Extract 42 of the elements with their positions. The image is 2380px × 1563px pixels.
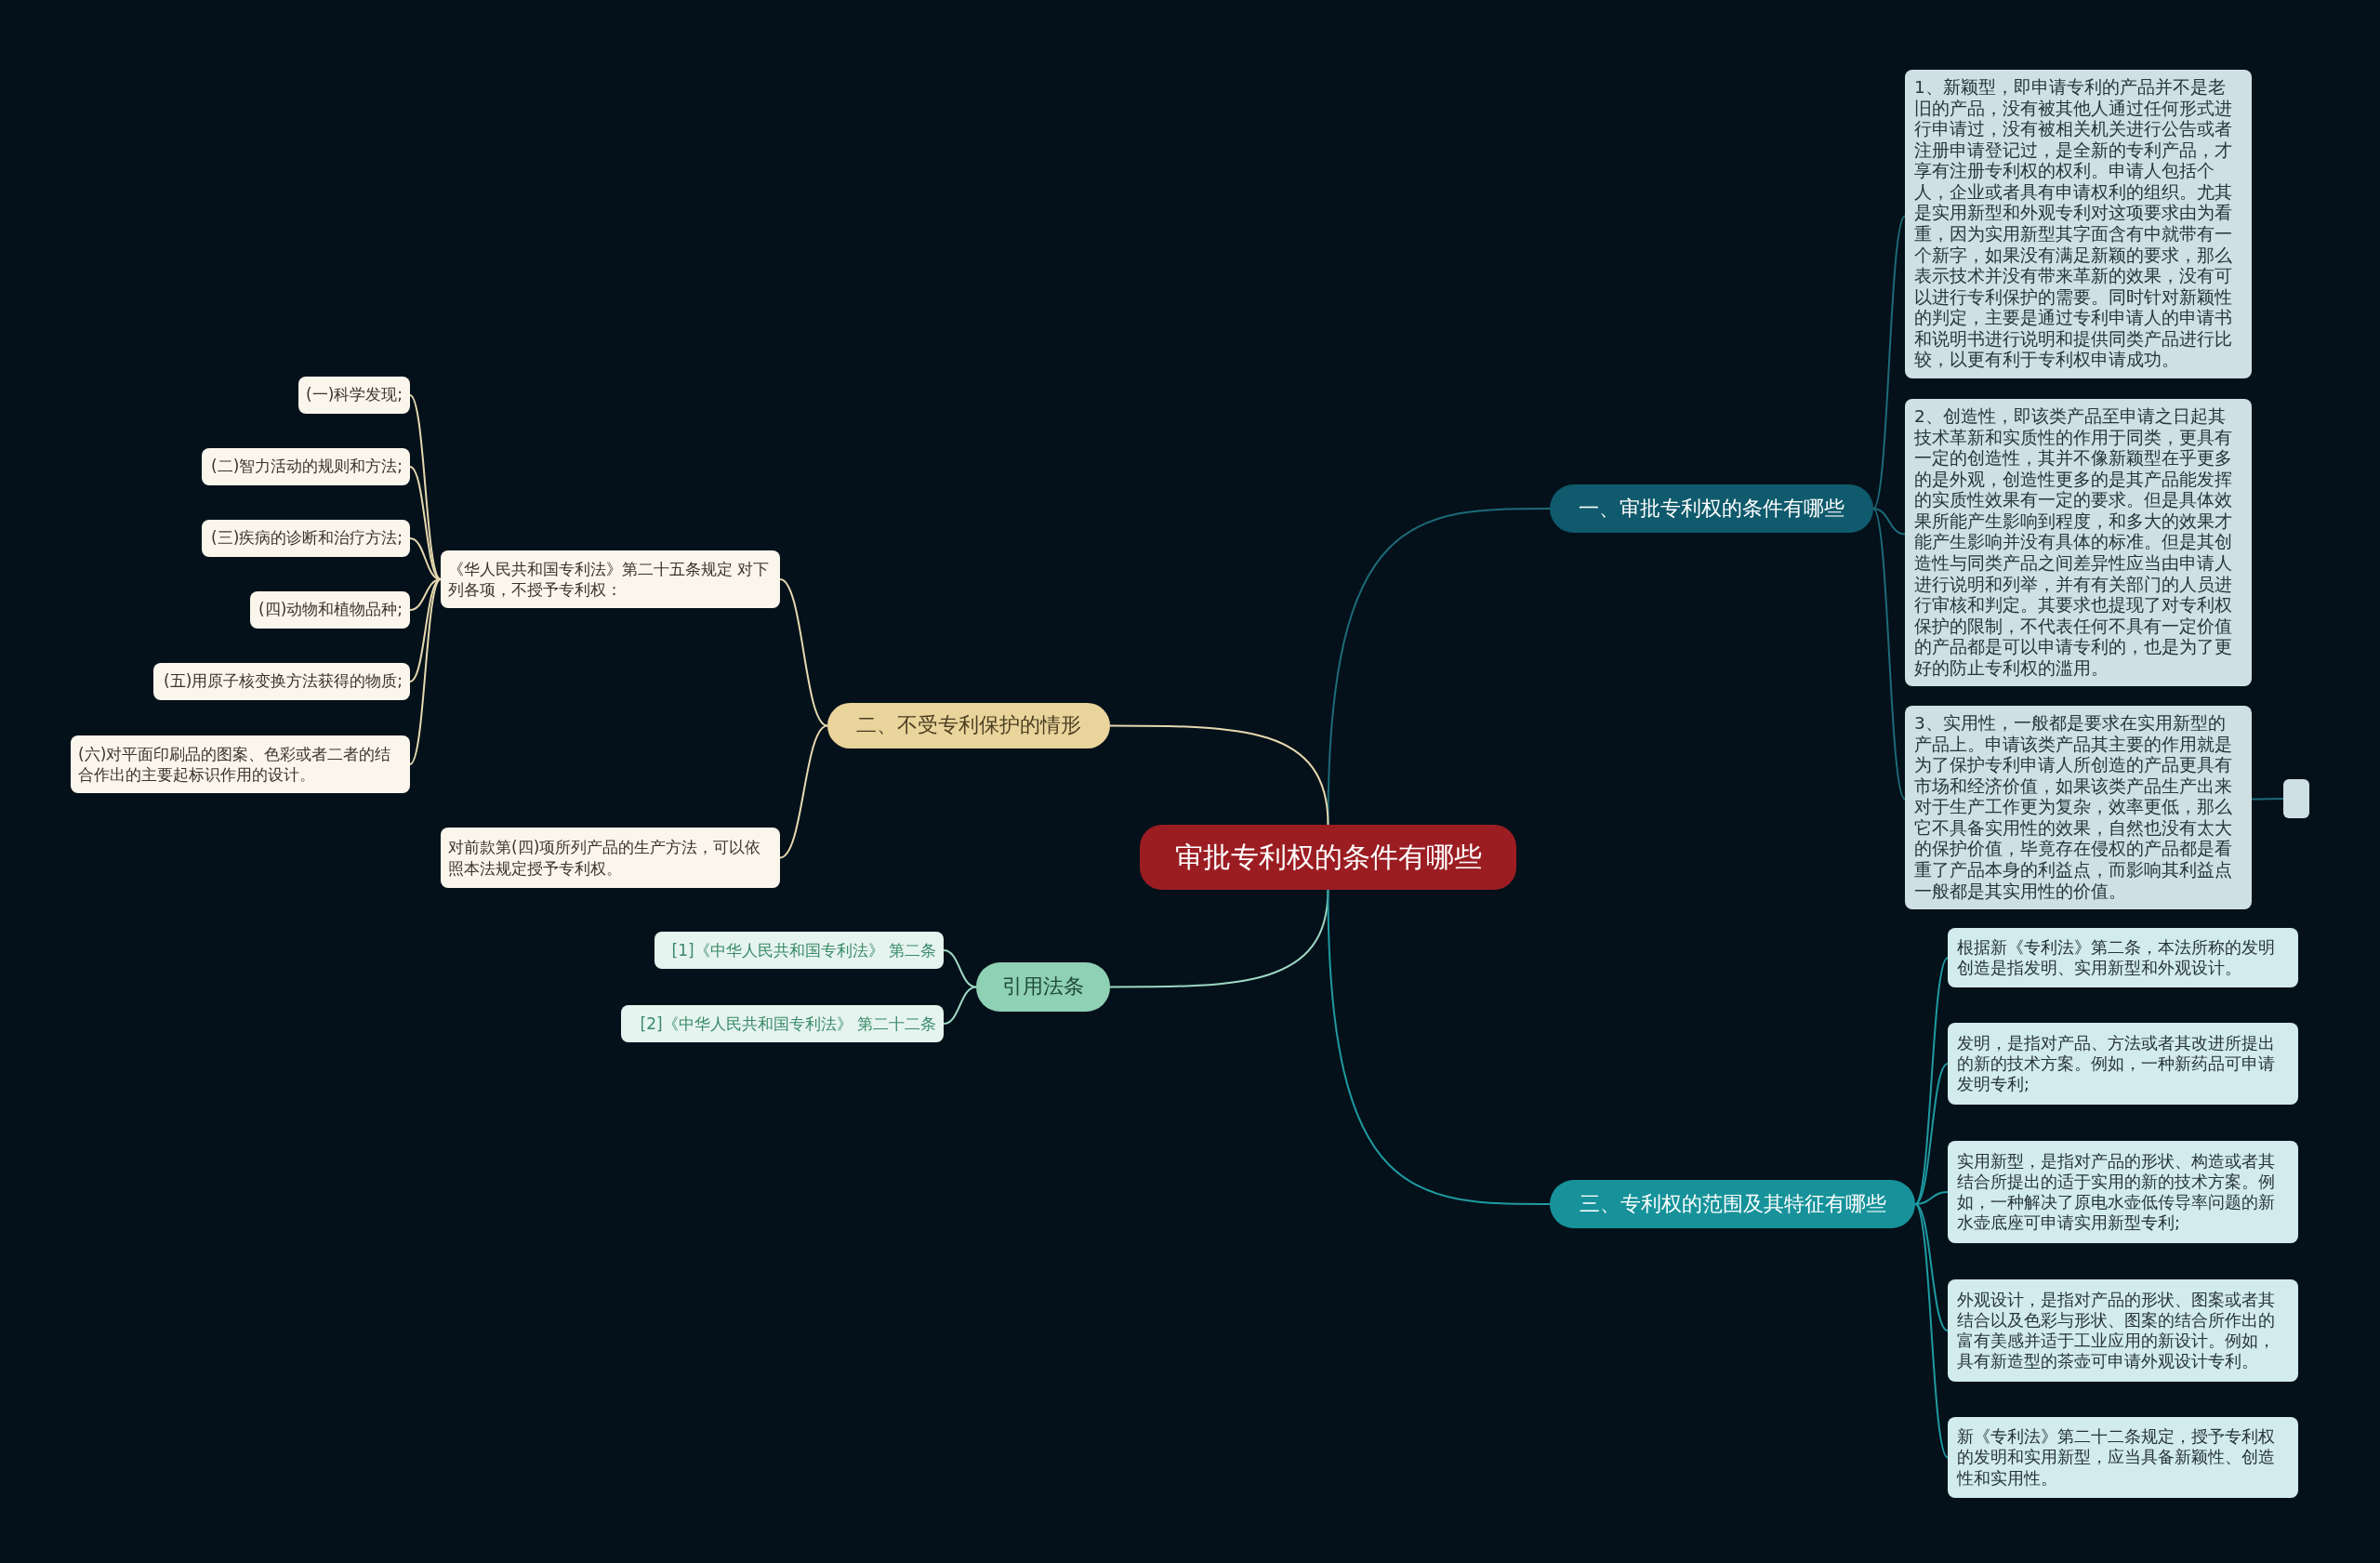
branch-topic: 三、专利权的范围及其特征有哪些 bbox=[1550, 1180, 1915, 1228]
empty-box bbox=[2283, 779, 2309, 818]
connector bbox=[1914, 1191, 1949, 1205]
branch-topic: 二、不受专利保护的情形 bbox=[827, 703, 1110, 748]
citation-card: [1]《中华人民共和国专利法》 第二条 bbox=[654, 932, 944, 969]
text-card: 外观设计，是指对产品的形状、图案或者其结合以及色彩与形状、图案的结合所作出的富有美感并适于工业应用的新设计。例如，具有新造型的茶壶可申请外观设计专利。 bbox=[1948, 1279, 2298, 1382]
text-card: 发明，是指对产品、方法或者其改进所提出的新的技术方案。例如，一种新药品可申请发明专利; bbox=[1948, 1023, 2298, 1105]
branch-topic: 一、审批专利权的条件有哪些 bbox=[1550, 484, 1873, 533]
text-card: (六)对平面印刷品的图案、色彩或者二者的结合作出的主要起标识作用的设计。 bbox=[71, 735, 410, 793]
text-card: 新《专利法》第二十二条规定，授予专利权的发明和实用新型，应当具备新颖性、创造性和实用性。 bbox=[1948, 1417, 2298, 1498]
text-card: (五)用原子核变换方法获得的物质; bbox=[153, 663, 410, 700]
connector bbox=[1872, 508, 1906, 801]
text-card: (二)智力活动的规则和方法; bbox=[202, 448, 410, 485]
connector bbox=[779, 578, 828, 727]
connector bbox=[943, 949, 977, 988]
citation-card: [2]《中华人民共和国专利法》 第二十二条 bbox=[621, 1005, 944, 1042]
connector bbox=[779, 724, 828, 859]
connector bbox=[409, 394, 442, 580]
branch-topic: 引用法条 bbox=[976, 962, 1110, 1012]
text-card: (三)疾病的诊断和治疗方法; bbox=[202, 520, 410, 557]
connector bbox=[1109, 724, 1329, 826]
connector bbox=[1914, 1203, 1949, 1459]
connector bbox=[1327, 889, 1551, 1205]
root-topic: 审批专利权的条件有哪些 bbox=[1140, 825, 1516, 890]
connector bbox=[1914, 1063, 1949, 1205]
connector bbox=[1109, 889, 1329, 988]
text-card: 对前款第(四)项所列产品的生产方法，可以依照本法规定授予专利权。 bbox=[441, 828, 780, 888]
connector bbox=[409, 578, 442, 765]
text-card: 《华人民共和国专利法》第二十五条规定 对下列各项，不授予专利权： bbox=[441, 550, 780, 608]
connector bbox=[409, 466, 442, 580]
connector bbox=[1914, 1203, 1949, 1331]
text-card: 根据新《专利法》第二条，本法所称的发明创造是指发明、实用新型和外观设计。 bbox=[1948, 928, 2298, 987]
text-card: 3、实用性，一般都是要求在实用新型的产品上。申请该类产品其主要的作用就是为了保护专利申请人所创造的产品更具有市场和经济价值，如果该类产品生产出来对于生产工作更为复杂，效率更低，那么它不具备实用性的效果，自然也没有太大的保护价值，毕竟存在侵权的产品都是看重了产品本身的利益点，而影响其利益点一般都是其实用性的价值。 bbox=[1905, 706, 2252, 910]
text-card: 2、创造性，即该类产品至申请之日起其技术革新和实质性的作用于同类，更具有一定的创造性，其并不像新颖型在乎更多的是外观，创造性更多的是其产品能发挥的实质性效果有一定的要求。但是具体效果所能产生影响到程度，和多大的效果才能产生影响并没有具体的标准。但是其创造性与同类产品之间差异性应当由申请人进行说明和列举，并有有关部门的人员进行审核和判定。其要求也提现了对专利权保护的限制，不代表任何不具有一定价值的产品都是可以申请专利的，也是为了更好的防止专利权的滥用。 bbox=[1905, 399, 2252, 687]
connector bbox=[2251, 798, 2284, 801]
connector bbox=[943, 986, 977, 1025]
connector bbox=[1872, 508, 1906, 536]
text-card: (四)动物和植物品种; bbox=[250, 591, 410, 629]
text-card: (一)科学发现; bbox=[298, 377, 410, 414]
connector bbox=[1872, 215, 1906, 510]
text-card: 实用新型，是指对产品的形状、构造或者其结合所提出的适于实用的新的技术方案。例如，一种解决了原电水壶低传导率问题的新水壶底座可申请实用新型专利; bbox=[1948, 1141, 2298, 1243]
text-card: 1、新颖型，即申请专利的产品并不是老旧的产品，没有被其他人通过任何形式进行申请过，没有被相关机关进行公告或者注册申请登记过，是全新的专利产品，才享有注册专利权的权利。申请人包括个人，企业或者具有申请权利的组织。尤其是实用新型和外观专利对这项要求由为看重，因为实用新型其字面含有中就带有一个新字，如果没有满足新颖的要求，那么表示技术并没有带来革新的效果，没有可以进行专利保护的需要。同时针对新颖性的判定，主要是通过专利申请人的申请书和说明书进行说明和提供同类产品进行比较，以更有利于专利权申请成功。 bbox=[1905, 70, 2252, 378]
